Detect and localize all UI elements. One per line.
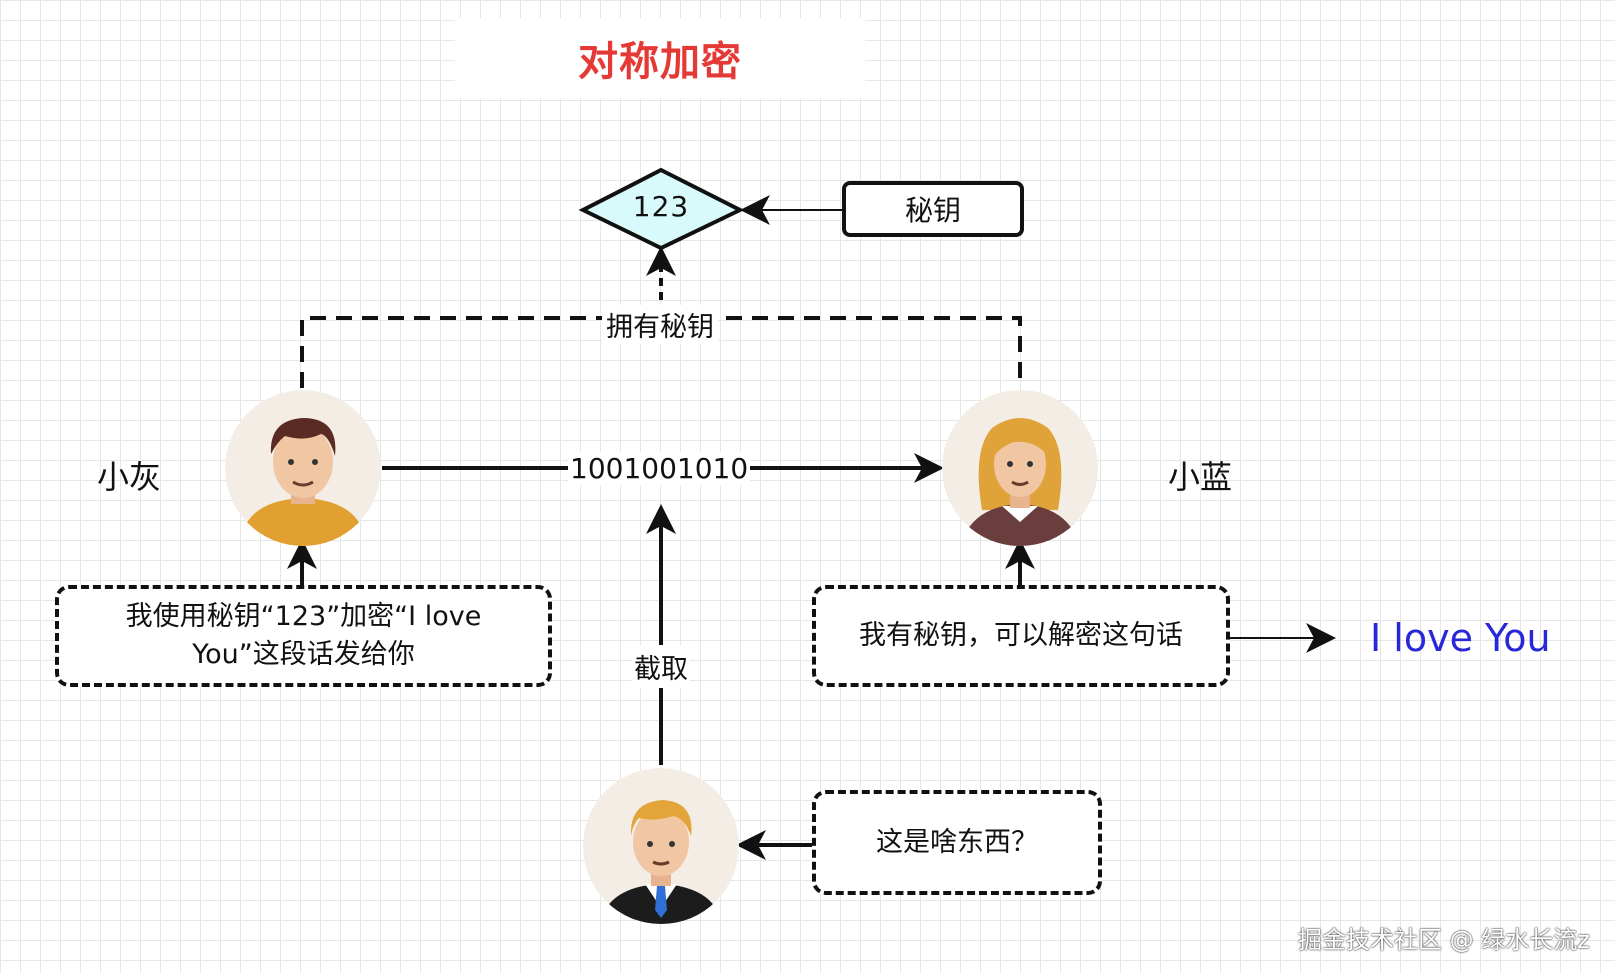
receiver-note-text: 我有秘钥，可以解密这句话 bbox=[859, 620, 1183, 651]
key-box: 秘钥 bbox=[842, 181, 1024, 237]
ciphertext-label: 1001001010 bbox=[568, 452, 751, 485]
eavesdropper-note-text: 这是啥东西？ bbox=[876, 826, 1038, 858]
receiver-name: 小蓝 bbox=[1168, 458, 1233, 496]
sender-name: 小灰 bbox=[97, 458, 162, 496]
receiver-avatar bbox=[942, 390, 1098, 546]
decrypted-text: I love You bbox=[1370, 616, 1551, 660]
sender-note-line1: 我使用秘钥“123”加密“I love bbox=[125, 601, 482, 632]
eavesdropper-avatar bbox=[583, 768, 739, 924]
title-box: 对称加密 bbox=[455, 18, 865, 98]
own-key-label: 拥有秘钥 bbox=[602, 305, 718, 344]
watermark: 掘金技术社区 @ 绿水长流z bbox=[1298, 926, 1590, 954]
eavesdropper-note: 这是啥东西？ bbox=[812, 790, 1102, 895]
diagram-title: 对称加密 bbox=[578, 39, 742, 85]
intercept-label: 截取 bbox=[632, 645, 690, 688]
sender-note-line2: You”这段话发给你 bbox=[192, 639, 415, 670]
key-value: 123 bbox=[632, 190, 690, 223]
sender-note: 我使用秘钥“123”加密“I love You”这段话发给你 bbox=[55, 585, 552, 687]
sender-avatar bbox=[225, 390, 381, 546]
receiver-note: 我有秘钥，可以解密这句话 bbox=[812, 585, 1230, 687]
key-box-label: 秘钥 bbox=[904, 194, 961, 227]
